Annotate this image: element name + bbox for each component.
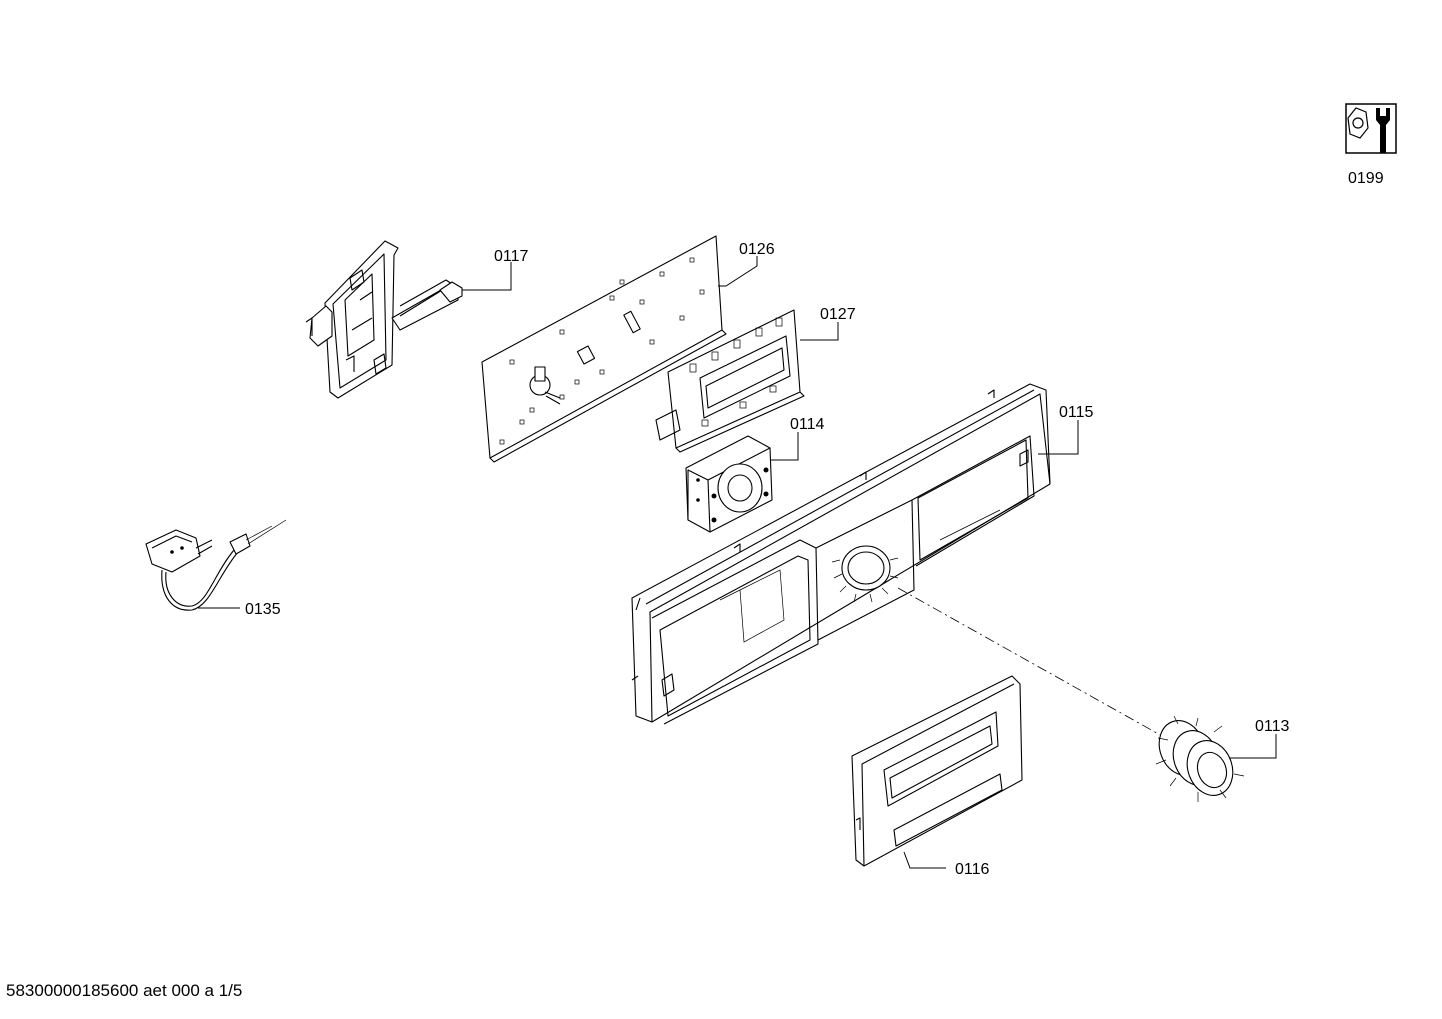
knob-drawing [1155, 715, 1245, 802]
part-0117[interactable]: 0117 [305, 240, 529, 399]
part-label-0115: 0115 [1059, 404, 1094, 421]
bracket-drawing [305, 240, 463, 399]
leader-0115 [1038, 420, 1079, 455]
part-0135[interactable]: 0135 [145, 519, 287, 618]
part-0115[interactable]: 0115 [631, 383, 1094, 725]
part-0116[interactable]: 0116 [851, 675, 1023, 878]
leader-0126 [718, 256, 758, 287]
part-0113[interactable]: 0113 [1152, 714, 1290, 802]
part-0126[interactable]: 0126 [481, 235, 775, 463]
part-label-0135: 0135 [245, 601, 281, 618]
part-0199[interactable]: 0199 [1345, 103, 1397, 187]
nut-and-wrench-icon [1345, 103, 1397, 154]
leader-0113 [1230, 734, 1277, 759]
part-label-0116: 0116 [955, 861, 990, 878]
part-label-0117: 0117 [494, 248, 529, 265]
part-0114[interactable]: 0114 [685, 416, 825, 533]
part-label-0113: 0113 [1255, 718, 1290, 735]
part-label-0199: 0199 [1348, 170, 1384, 187]
part-label-0114: 0114 [790, 416, 825, 433]
leader-0114 [770, 432, 799, 461]
circuit-board-drawing [481, 235, 727, 463]
display-module-drawing [655, 309, 805, 453]
drawing-reference-footer: 58300000185600 aet 000 a 1/5 [6, 981, 243, 1000]
power-cord-drawing [145, 519, 287, 611]
control-panel-drawing [631, 383, 1051, 725]
leader-0127 [800, 322, 839, 341]
part-0127[interactable]: 0127 [655, 306, 856, 453]
rotary-encoder-drawing [685, 435, 773, 533]
leader-0117 [462, 262, 512, 291]
part-label-0127: 0127 [820, 306, 856, 323]
drawer-cover-drawing [851, 675, 1023, 867]
leader-0116 [903, 851, 946, 869]
part-label-0126: 0126 [739, 241, 775, 258]
